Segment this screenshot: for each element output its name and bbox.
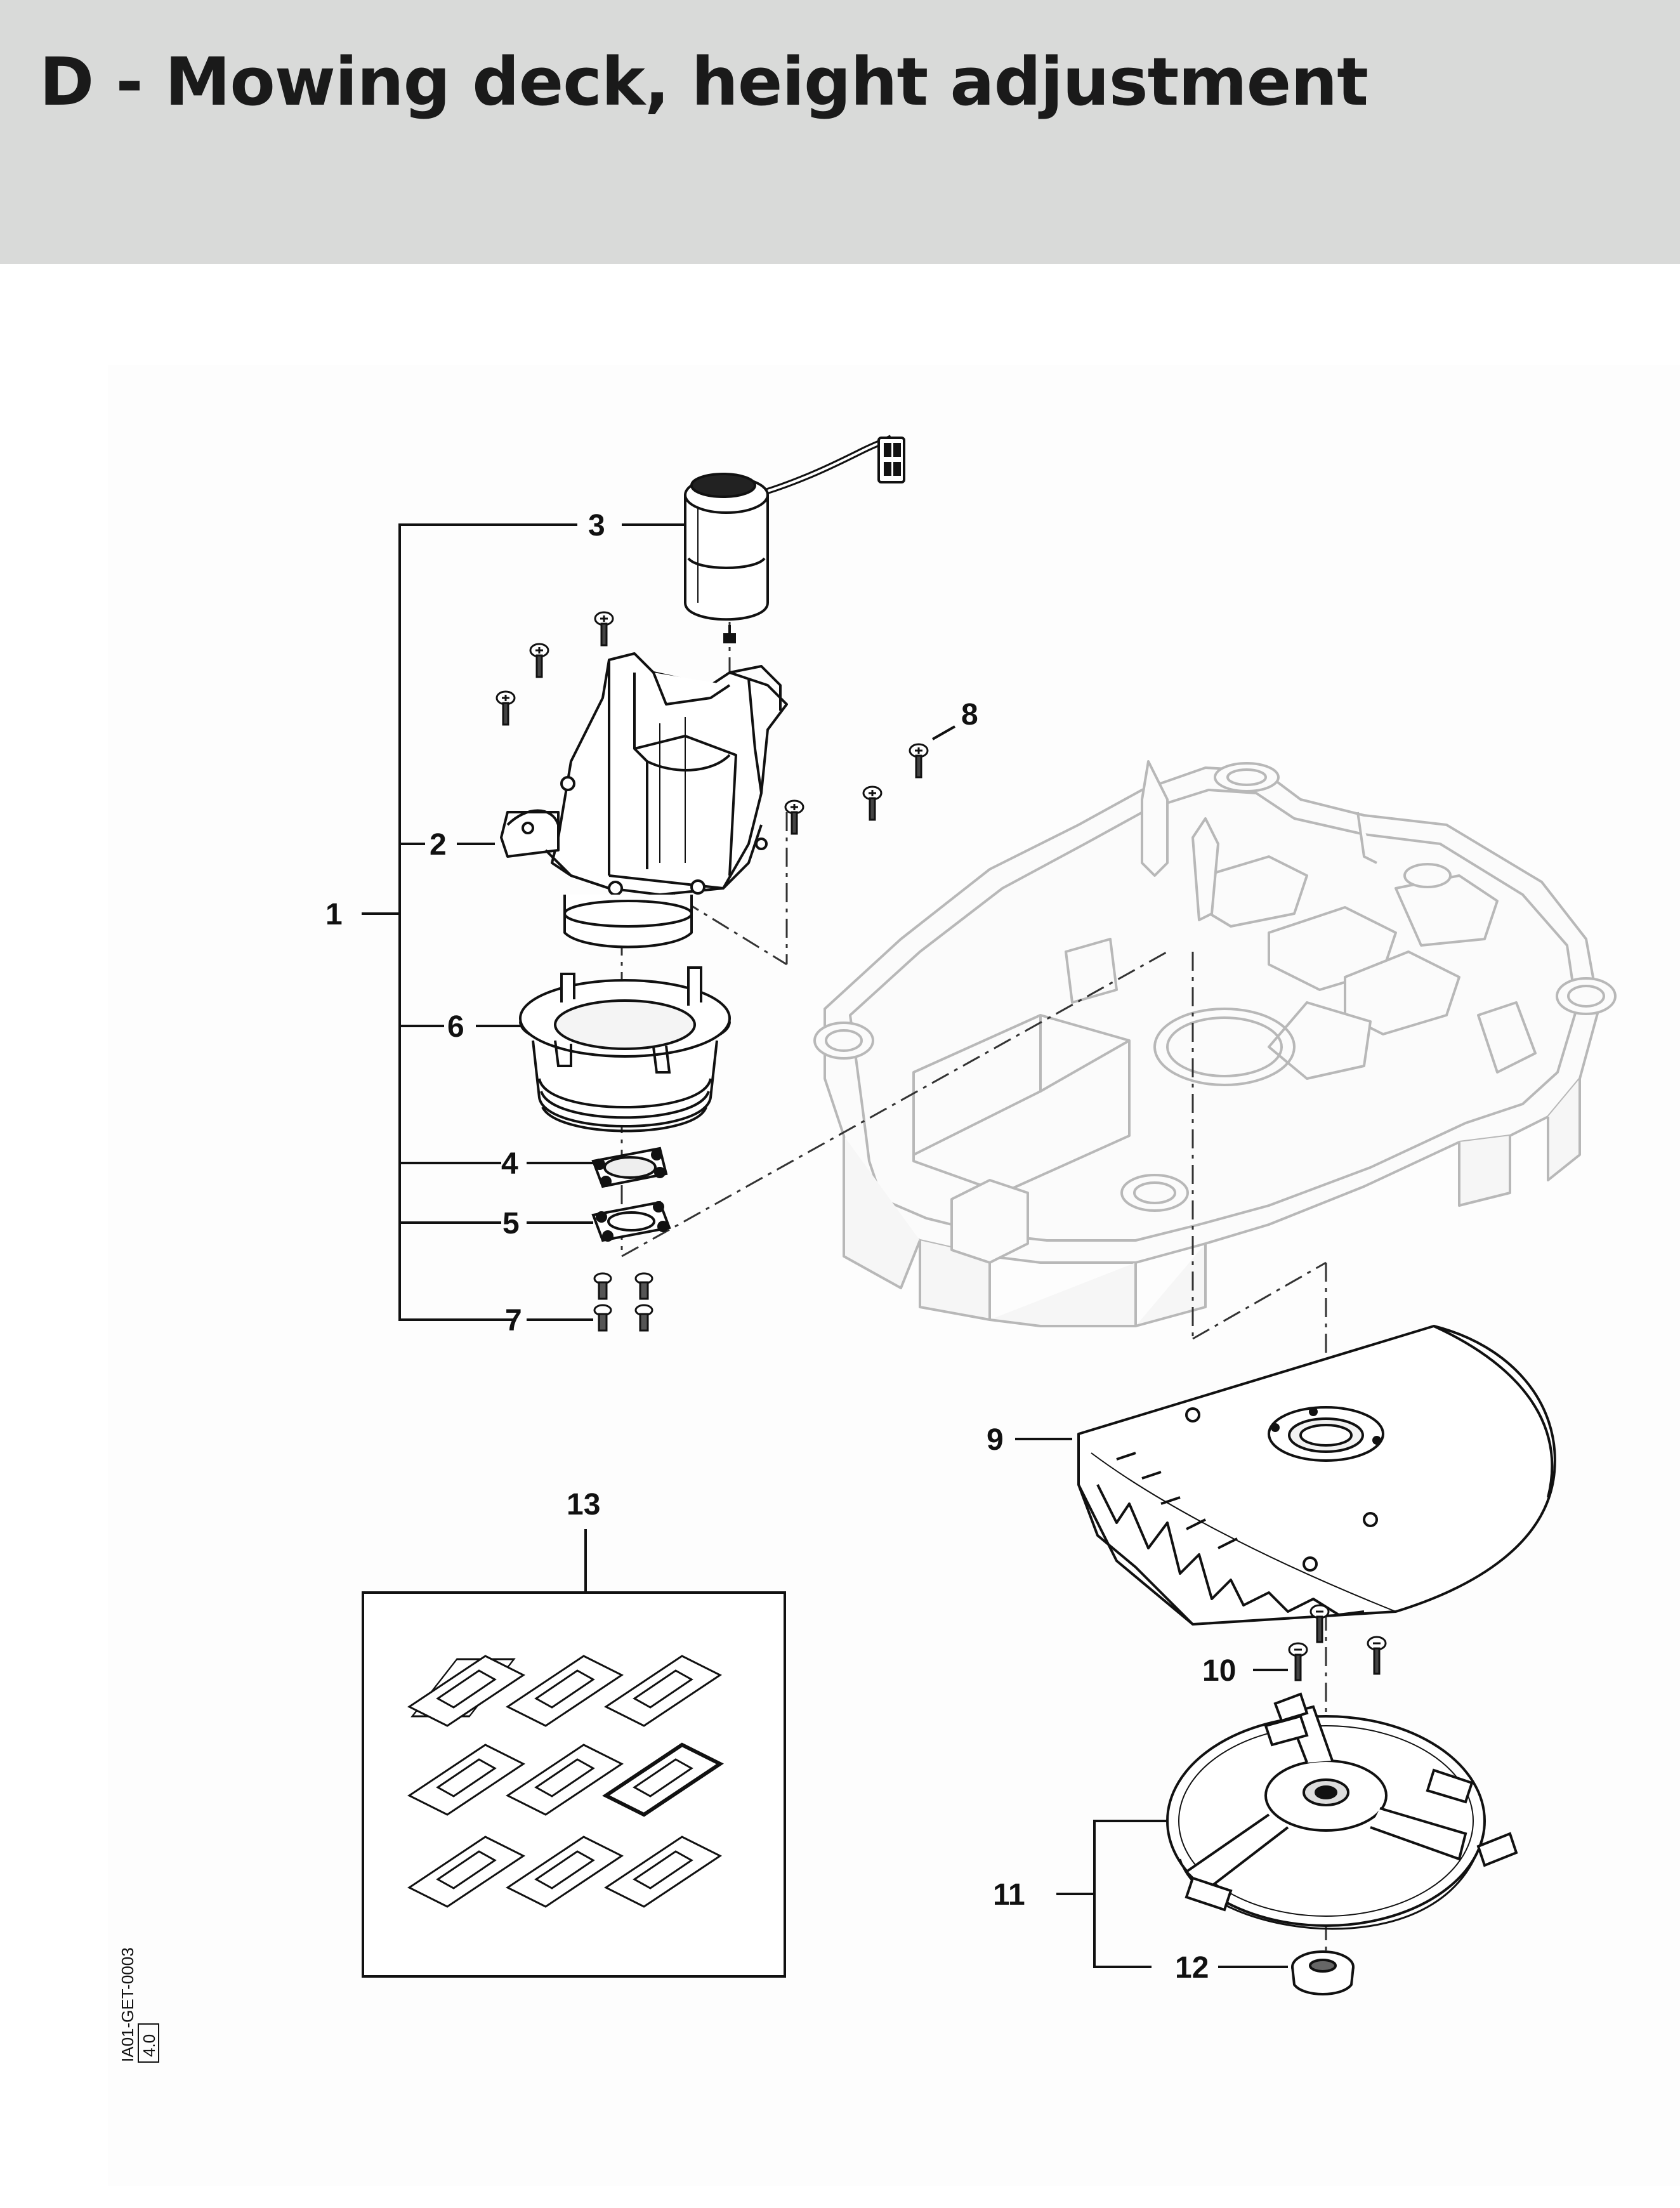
- callout-4: 4: [501, 1147, 518, 1181]
- blade-guard: [1077, 1325, 1556, 1626]
- callout-9: 9: [987, 1423, 1004, 1457]
- callout-3: 3: [588, 509, 605, 542]
- callout-10: 10: [1202, 1654, 1236, 1688]
- blade-disc: [1166, 1692, 1518, 1930]
- guard-screws: [1288, 1604, 1387, 1681]
- callout-leader-lines: [362, 523, 1288, 1968]
- callout-8: 8: [961, 698, 978, 732]
- height-adjustment-ring: [519, 966, 731, 1133]
- callout-5: 5: [502, 1207, 520, 1240]
- blade-grid: [407, 1655, 724, 1908]
- flange-plate-4: [591, 1147, 668, 1188]
- callout-1: 1: [325, 898, 343, 931]
- reference-code: IA01-GET-0003: [118, 1947, 137, 2062]
- flange-bolts: [593, 1272, 653, 1332]
- motor-housing: [500, 652, 788, 949]
- page-title: D - Mowing deck, height adjustment: [39, 43, 1368, 121]
- housing-screws: [495, 611, 804, 835]
- callout-7: 7: [505, 1304, 522, 1337]
- deck-screws: [862, 743, 929, 821]
- spare-blades-kit: [362, 1591, 786, 1978]
- callout-12: 12: [1175, 1951, 1209, 1985]
- blade-hub: [1291, 1950, 1355, 1995]
- flange-plate-5: [591, 1200, 671, 1242]
- callout-11: 11: [993, 1878, 1025, 1912]
- header-bar: D - Mowing deck, height adjustment: [0, 0, 1680, 264]
- callout-13: 13: [567, 1488, 600, 1521]
- chassis-housing: [813, 760, 1617, 1327]
- callout-2: 2: [430, 828, 447, 862]
- callout-labels: 1 2 3 4 5 6 7 8 9 10 11 12 13: [325, 509, 1236, 1985]
- drive-motor: [684, 435, 905, 643]
- reference-version: 4.0: [140, 2034, 159, 2057]
- drawing-reference: IA01-GET-0003 4.0: [118, 1947, 159, 2063]
- callout-6: 6: [447, 1010, 464, 1044]
